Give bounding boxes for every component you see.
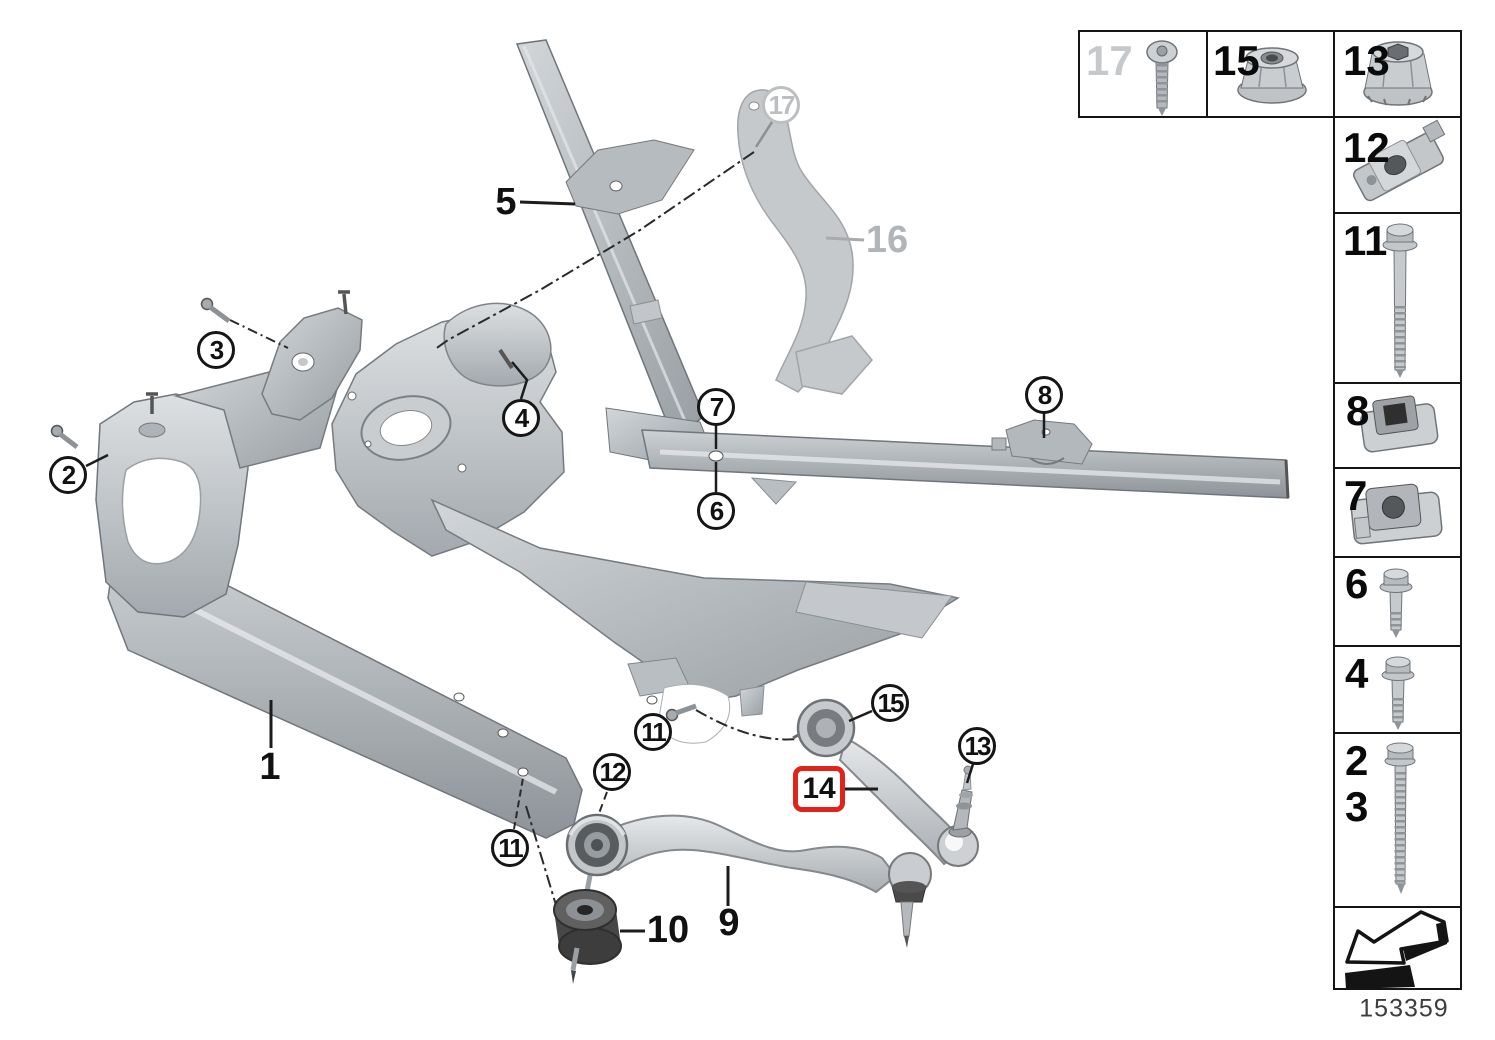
sidebar-label-11: 11 <box>1343 217 1388 264</box>
sidebar-label-13: 13 <box>1343 37 1390 84</box>
highlighted-callout-14[interactable]: 14 <box>793 766 845 812</box>
callout-circle-3[interactable]: 3 <box>197 331 235 369</box>
sidebar-cell-arrow[interactable] <box>1333 906 1462 990</box>
sidebar-label-2: 2 <box>1345 737 1369 784</box>
callout-circle-6[interactable]: 6 <box>697 492 735 530</box>
sidebar-label-17: 17 <box>1086 37 1133 84</box>
heat-shield-part <box>737 89 873 395</box>
wishbone-bushing-12-part <box>565 813 629 903</box>
support-bushing-10-part <box>553 889 622 984</box>
callout-circle-13[interactable]: 13 <box>958 727 996 765</box>
sidebar-cell-17[interactable] <box>1078 30 1208 118</box>
loose-bolt-glyphs <box>50 297 697 722</box>
callout-label-9[interactable]: 9 <box>718 902 740 944</box>
callout-label-16[interactable]: 16 <box>865 219 909 261</box>
callout-label-1[interactable]: 1 <box>259 746 281 788</box>
callout-circle-12[interactable]: 12 <box>593 753 631 791</box>
callout-circle-17[interactable]: 17 <box>762 86 800 124</box>
bracket-8-part <box>991 419 1093 465</box>
callout-circle-7[interactable]: 7 <box>697 388 735 426</box>
callout-circle-15[interactable]: 15 <box>871 684 909 722</box>
sidebar-label-8: 8 <box>1346 387 1370 434</box>
figure-part-number: 153359 <box>1359 994 1449 1023</box>
sidebar-label-7: 7 <box>1344 472 1368 519</box>
ball-joint-pin-13-part <box>937 765 979 867</box>
callout-circle-2[interactable]: 2 <box>49 456 87 494</box>
callout-circle-11-upper[interactable]: 11 <box>634 713 672 751</box>
sidebar-label-12: 12 <box>1343 124 1390 171</box>
callout-label-10[interactable]: 10 <box>646 909 690 951</box>
hydro-bushing-15-part <box>792 698 856 758</box>
callout-label-5[interactable]: 5 <box>495 181 517 223</box>
callout-circle-11-lower[interactable]: 11 <box>491 829 529 867</box>
sidebar-label-3: 3 <box>1345 783 1369 830</box>
sidebar-label-15: 15 <box>1213 37 1260 84</box>
sidebar-label-4: 4 <box>1345 650 1369 697</box>
callout-circle-4[interactable]: 4 <box>502 399 540 437</box>
sidebar-label-6: 6 <box>1345 560 1369 607</box>
callout-circle-8[interactable]: 8 <box>1025 376 1063 414</box>
front-axle-support-part <box>95 290 960 839</box>
